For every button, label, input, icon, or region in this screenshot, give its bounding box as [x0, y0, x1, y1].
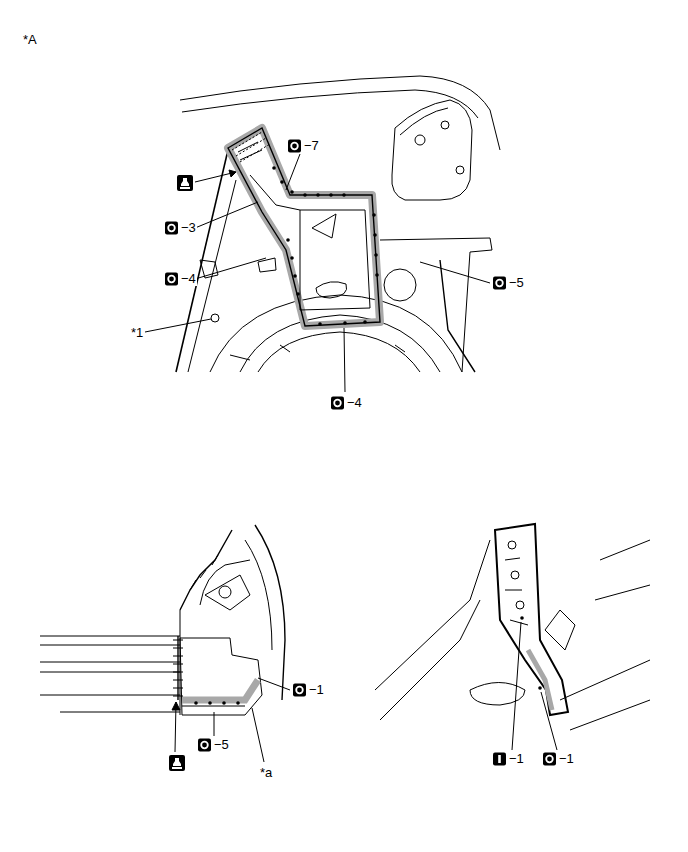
symbol-box: [493, 277, 506, 290]
symbol-box: [165, 273, 178, 286]
symbol-box: [198, 739, 211, 752]
callout-number: −5: [508, 276, 525, 290]
sealer-base: [180, 187, 190, 189]
callout-number: −1: [508, 752, 525, 766]
symbol-box: [543, 753, 556, 766]
leader-lines: [145, 154, 490, 392]
symbol-box: [493, 753, 506, 766]
pillar-base-view: [375, 524, 650, 730]
spot-weld-symbol: [496, 280, 503, 287]
callout-number: −4: [180, 272, 197, 286]
sealer-bottle: [173, 758, 181, 766]
spot-weld-symbol: [168, 225, 175, 232]
callout-number: −7: [303, 139, 320, 153]
sealer-symbol: [177, 175, 193, 191]
spot-weld-symbol: [546, 756, 553, 763]
callout-number: −1: [558, 752, 575, 766]
sealer-bottle: [181, 178, 189, 186]
rocker-view: [40, 525, 285, 715]
sealer-base: [172, 767, 182, 769]
spot-weld-symbol: [291, 143, 298, 150]
spot-weld-symbol: [334, 400, 341, 407]
spot-weld-symbol: [296, 687, 303, 694]
leader-lines: [172, 678, 290, 762]
reference-mark: *1: [130, 326, 144, 340]
callout-number: −5: [213, 738, 230, 752]
spot-weld-symbol: [201, 742, 208, 749]
reference-mark: *a: [259, 766, 273, 780]
spot-weld-symbol: [168, 276, 175, 283]
sealer-symbol: [169, 755, 185, 771]
symbol-box: [288, 140, 301, 153]
symbol-box: [331, 397, 344, 410]
reference-mark: *A: [22, 33, 38, 47]
weld-symbols: [165, 140, 556, 772]
leader-lines: [512, 622, 557, 750]
quarter-panel-view: [176, 76, 500, 372]
plug-weld-symbol: [498, 755, 501, 763]
callout-number: −4: [346, 396, 363, 410]
callout-number: −1: [308, 683, 325, 697]
symbol-box: [293, 684, 306, 697]
symbol-box: [165, 222, 178, 235]
callout-number: −3: [180, 221, 197, 235]
